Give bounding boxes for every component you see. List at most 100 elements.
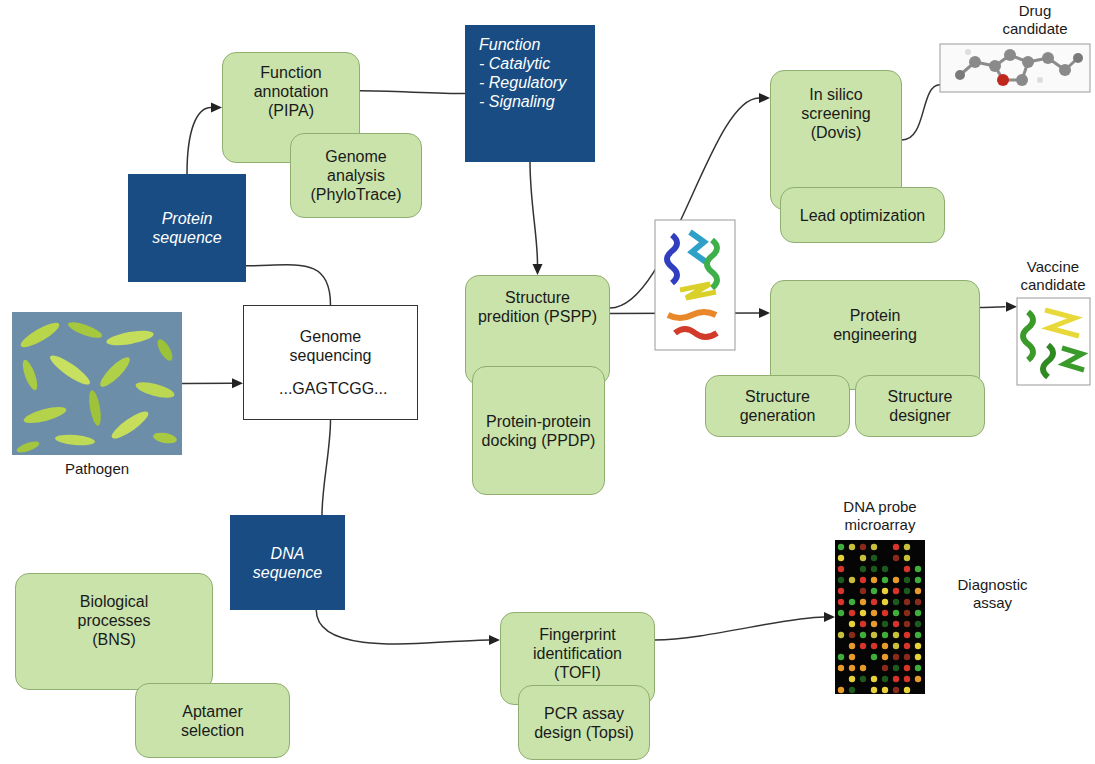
node-text: Genome sequencing (279, 327, 382, 365)
microarray-image-part (904, 544, 910, 550)
connector-line (316, 610, 489, 644)
microarray-image-part (882, 599, 888, 605)
pathogen-photo-part (109, 407, 152, 442)
microarray-image-part (904, 654, 910, 660)
process-box: Aptamer selection (135, 683, 290, 758)
microarray-image-part (849, 544, 855, 550)
microarray-image-part (838, 654, 844, 660)
microarray-image-part (838, 610, 844, 616)
microarray-image-part (915, 621, 921, 627)
pathogen-photo-part (47, 351, 93, 388)
microarray-image-part (882, 665, 888, 671)
drug-molecule-part (989, 60, 1001, 72)
microarray-image-part (915, 610, 921, 616)
connector (316, 610, 500, 645)
microarray-image-part (915, 665, 921, 671)
connector (322, 420, 331, 515)
pathogen-photo-part (66, 319, 103, 341)
connector-line (655, 617, 824, 640)
node-text: Protein-protein docking (PPDP) (481, 412, 596, 450)
node-text: Protein engineering (816, 306, 934, 344)
pathogen-photo-part (87, 389, 103, 426)
microarray-image-part (904, 676, 910, 682)
drug-molecule-part (1022, 56, 1034, 68)
node-text: DNA probe microarray (815, 498, 945, 534)
node-text: In silico screening (Dovis) (779, 85, 893, 142)
node-text: Function (479, 35, 581, 54)
node-subtext: Diagnostic assay (940, 576, 1045, 612)
microarray-image-part (882, 632, 888, 638)
connector-line (902, 85, 940, 140)
node-text: Biological processes (BNS) (61, 592, 167, 649)
connector (246, 265, 331, 305)
microarray-image-part (904, 577, 910, 583)
microarray-image-part (838, 577, 844, 583)
process-box: Protein engineering (770, 280, 980, 390)
microarray-image-part (849, 621, 855, 627)
microarray-image-part (893, 632, 899, 638)
pathogen-photo (12, 312, 182, 455)
drug-molecule-part (969, 56, 981, 68)
connector (980, 302, 1017, 312)
microarray-image-part (871, 599, 877, 605)
connector-line (530, 162, 538, 264)
vaccine-structure-part (1023, 312, 1033, 360)
connector (187, 103, 222, 175)
drug-molecule-part (1042, 52, 1054, 64)
drug-molecule-part (955, 70, 965, 80)
microarray-image-part (838, 632, 844, 638)
vaccine-structure-part (1062, 348, 1084, 370)
node-text: PCR assay design (Topsi) (527, 704, 641, 742)
node-text: Drug candidate (990, 2, 1080, 38)
microarray-image-part (860, 643, 866, 649)
microarray-image-part (893, 577, 899, 583)
microarray-image-part (838, 588, 844, 594)
drug-molecule-part (1073, 53, 1083, 63)
pathogen-photo-part (15, 439, 40, 455)
microarray-image-part (893, 555, 899, 561)
process-box: Structure generation (705, 375, 850, 437)
microarray-image-part (904, 643, 910, 649)
microarray-image-part (849, 632, 855, 638)
data-box: Function- Catalytic- Regulatory- Signali… (465, 25, 595, 162)
microarray-image-part (860, 555, 866, 561)
microarray-image-part (893, 599, 899, 605)
node-text: Lead optimization (789, 206, 936, 225)
process-box: PCR assay design (Topsi) (518, 685, 650, 760)
microarray-image-part (893, 654, 899, 660)
picture-node: DNA probe microarrayDiagnostic assay (812, 498, 1045, 698)
pathogen-photo-part (152, 431, 177, 445)
data-box: Protein sequence (128, 174, 246, 282)
microarray-image-part (904, 665, 910, 671)
arrowhead (1006, 302, 1017, 312)
pathogen-photo-part (55, 433, 96, 446)
node-text: Aptamer selection (166, 702, 259, 740)
pathogen-photo-part (12, 312, 182, 455)
node-subtext: - Regulatory (479, 73, 581, 92)
arrowhead (211, 103, 222, 113)
microarray-image-part (871, 621, 877, 627)
pathogen-photo-part (97, 354, 134, 391)
microarray-image-part (893, 687, 899, 693)
microarray-image-part (904, 610, 910, 616)
microarray-image-part (871, 643, 877, 649)
node-text: Structure designer (864, 387, 976, 425)
node-subtext: - Signaling (479, 92, 581, 111)
microarray-image-part (838, 544, 844, 550)
microarray-image-part (915, 588, 921, 594)
microarray-image-part (871, 555, 877, 561)
connector (182, 378, 243, 388)
protein-structure-part (707, 240, 717, 288)
microarray-image-part (871, 610, 877, 616)
microarray-image-part (838, 665, 844, 671)
node-subtext: - Catalytic (479, 54, 581, 73)
microarray-image-part (860, 610, 866, 616)
microarray-image-part (882, 687, 888, 693)
drug-molecule-part (1004, 49, 1016, 61)
connector-line (322, 420, 331, 515)
picture-node: Pathogen (10, 310, 184, 482)
microarray-image-part (835, 540, 925, 694)
arrowhead (232, 378, 243, 388)
drug-molecule (940, 44, 1090, 92)
microarray-image (835, 540, 925, 694)
